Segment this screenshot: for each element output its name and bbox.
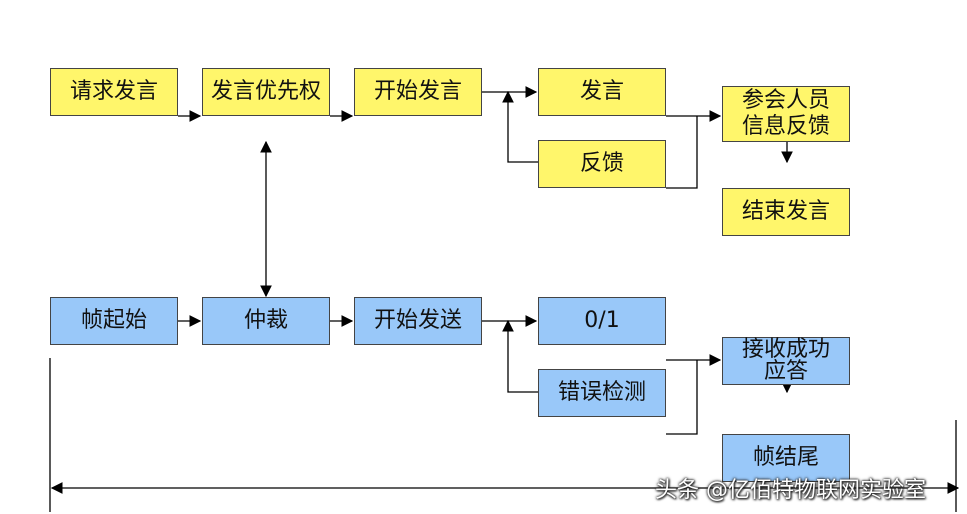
end-speaking-label: 结束发言 [741, 198, 830, 224]
speak-label: 发言 [579, 78, 624, 104]
attendee-feedback-box: 参会人员 信息反馈 [722, 86, 850, 142]
frame-end-box: 帧结尾 [722, 434, 850, 482]
error-loop-line [502, 319, 538, 393]
bit-value-box: 0/1 [538, 297, 666, 345]
request-speak-box: 请求发言 [50, 68, 178, 116]
end-speaking-box: 结束发言 [722, 188, 850, 236]
error-detection-box: 错误检测 [538, 369, 666, 417]
attendee-feedback-line1: 参会人员 [741, 87, 830, 113]
frame-start-label: 帧起始 [80, 307, 147, 333]
ack-line2: 应答 [763, 359, 808, 384]
start-speaking-box: 开始发言 [354, 68, 482, 116]
attendee-feedback-line2: 信息反馈 [741, 114, 830, 139]
frame-start-box: 帧起始 [50, 297, 178, 345]
feedback-to-attendee-line [666, 116, 698, 189]
feedback-box: 反馈 [538, 140, 666, 188]
ack-box: 接收成功 应答 [722, 337, 850, 385]
speak-box: 发言 [538, 68, 666, 116]
arbitration-box: 仲裁 [202, 297, 330, 345]
request-speak-label: 请求发言 [69, 78, 158, 104]
frame-end-label: 帧结尾 [752, 444, 819, 470]
start-speaking-label: 开始发言 [373, 78, 462, 104]
feedback-loop-line [502, 90, 538, 163]
feedback-label: 反馈 [579, 150, 624, 176]
error-detection-label: 错误检测 [557, 379, 646, 405]
error-to-ack-line [666, 360, 698, 435]
bit-value-label: 0/1 [584, 307, 620, 333]
arbitration-label: 仲裁 [243, 307, 288, 333]
watermark-text: 头条 @亿佰特物联网实验室 [655, 478, 926, 503]
start-sending-label: 开始发送 [373, 307, 462, 333]
start-sending-box: 开始发送 [354, 297, 482, 345]
ack-line1: 接收成功 [741, 337, 830, 362]
speak-priority-label: 发言优先权 [210, 78, 321, 104]
speak-priority-box: 发言优先权 [202, 68, 330, 116]
